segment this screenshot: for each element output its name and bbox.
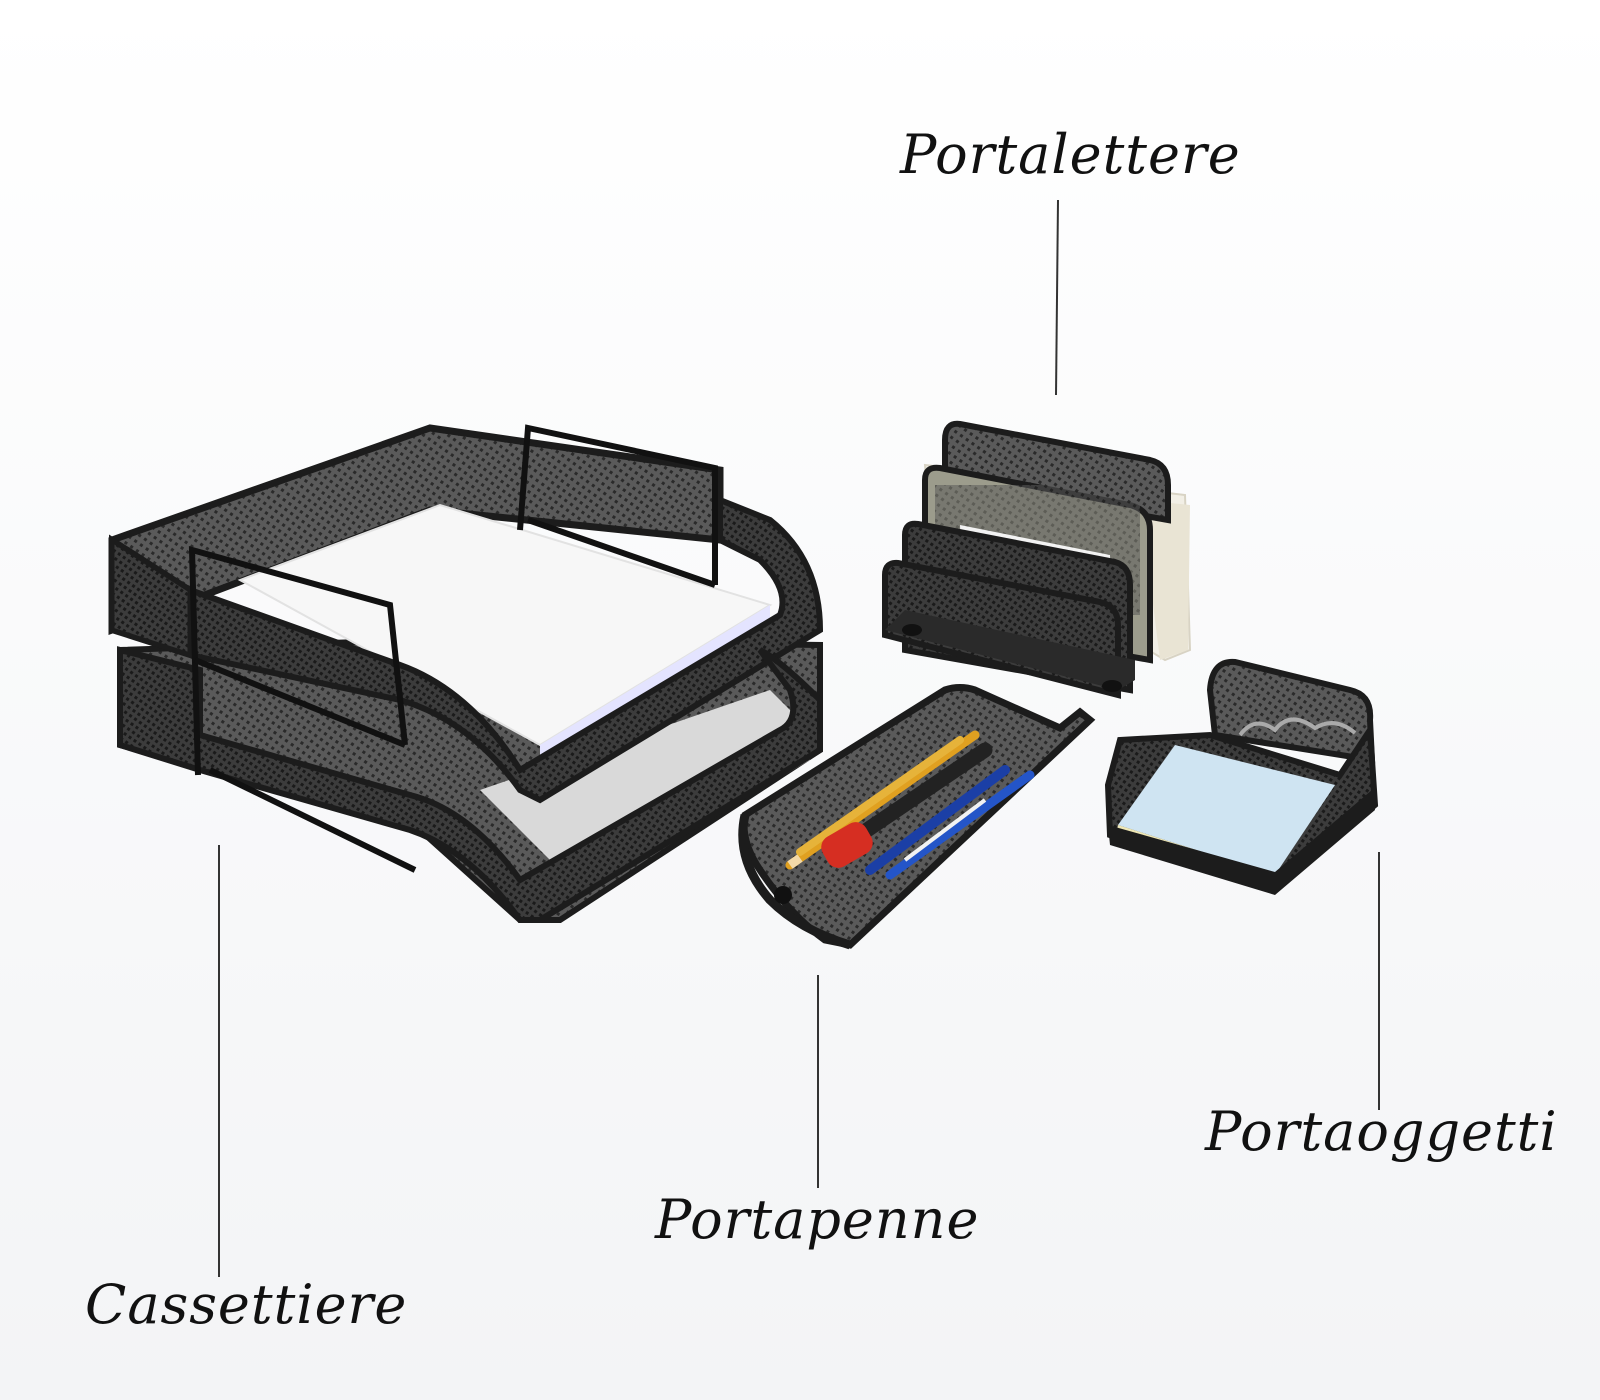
leader-lines [218, 199, 1380, 1277]
label-portaoggetti: Portaoggetti [1205, 1100, 1558, 1163]
label-portapenne: Portapenne [655, 1188, 980, 1251]
letter-trays [108, 424, 824, 923]
label-portalettere: Portalettere [900, 123, 1241, 186]
note-holder [1104, 658, 1379, 895]
label-cassettiere: Cassettiere [85, 1273, 408, 1336]
leader-line-portalettere [1055, 199, 1059, 396]
letter-sorter [882, 420, 1192, 699]
pen-tray [738, 684, 1096, 950]
